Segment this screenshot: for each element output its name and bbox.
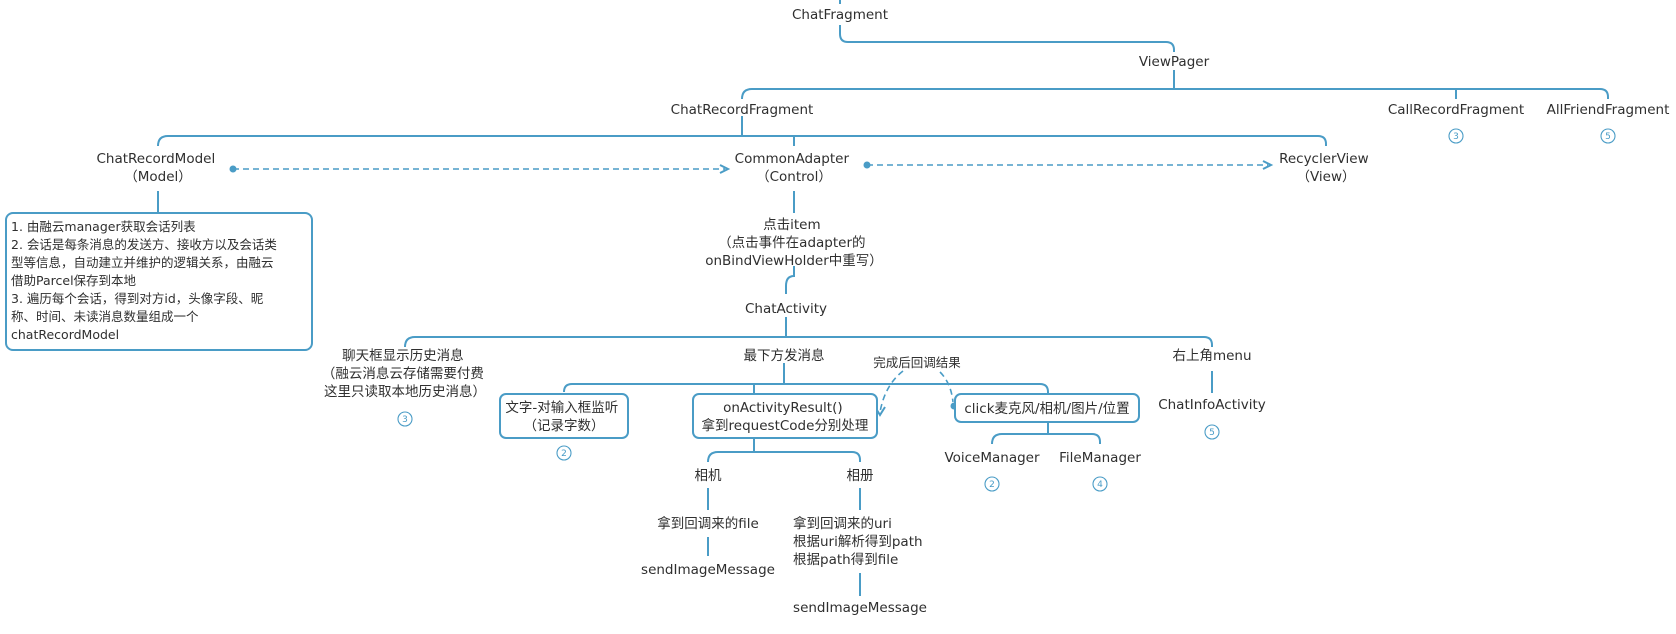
- svg-text:3: 3: [402, 415, 408, 425]
- node-activity-result: onActivityResult() 拿到requestCode分别处理: [702, 400, 869, 434]
- badge-all-friend: 5: [1600, 128, 1616, 144]
- click-media-box: [954, 393, 1140, 423]
- node-click-item: 点击item （点击事件在adapter的 onBindViewHolder中重…: [705, 217, 883, 269]
- node-text-input: 文字-对输入框监听 （记录字数）: [505, 400, 622, 434]
- badge-file-manager: 4: [1092, 476, 1108, 492]
- boxes: [5, 212, 1140, 439]
- text-input-box: [499, 393, 629, 439]
- node-chat-record-model: ChatRecordModel （Model）: [96, 151, 219, 185]
- svg-text:2: 2: [989, 480, 995, 490]
- badge-text-input: 2: [556, 445, 572, 461]
- badges: 3 5 3 2 5 2 4: [397, 128, 1616, 492]
- connectors: [157, 0, 1609, 596]
- node-camera: 相机: [695, 468, 723, 484]
- svg-text:5: 5: [1209, 428, 1215, 438]
- node-common-adapter: CommonAdapter （Control）: [735, 151, 854, 185]
- node-camera-file: 拿到回调来的file: [657, 515, 759, 532]
- model-notes-text: 1. 由融云manager获取会话列表 2. 会话是每条消息的发送方、接收方以及…: [11, 219, 281, 342]
- node-top-right-menu: 右上角menu: [1172, 348, 1251, 364]
- badge-chat-info: 5: [1204, 424, 1220, 440]
- badge-history: 3: [397, 411, 413, 427]
- badge-call-record: 3: [1448, 128, 1464, 144]
- node-chat-record-fragment: ChatRecordFragment: [671, 102, 814, 118]
- node-send-bottom: 最下方发消息: [744, 347, 825, 364]
- node-send-image-camera: sendImageMessage: [641, 562, 775, 578]
- callback-arrow-left: [879, 370, 904, 413]
- node-chat-fragment: ChatFragment: [792, 7, 888, 23]
- node-recycler-view: RecyclerView （View）: [1279, 151, 1373, 185]
- node-voice-manager: VoiceManager: [944, 450, 1040, 466]
- node-chat-activity: ChatActivity: [745, 301, 827, 317]
- badge-voice-manager: 2: [984, 476, 1000, 492]
- svg-text:5: 5: [1605, 132, 1611, 142]
- node-all-friend-fragment: AllFriendFragment: [1547, 102, 1670, 118]
- arrowhead: [1262, 160, 1274, 170]
- labels: ChatFragment ViewPager ChatRecordFragmen…: [11, 7, 1669, 616]
- callback-note: 完成后回调结果: [873, 355, 961, 370]
- svg-text:3: 3: [1453, 132, 1459, 142]
- callback-arrow-right: [939, 371, 954, 403]
- svg-text:4: 4: [1097, 480, 1103, 490]
- node-album: 相册: [847, 468, 874, 484]
- node-click-media: click麦克风/相机/图片/位置: [964, 401, 1129, 417]
- node-album-steps: 拿到回调来的uri 根据uri解析得到path 根据path得到file: [793, 515, 927, 568]
- node-chat-info-activity: ChatInfoActivity: [1158, 397, 1266, 413]
- svg-text:2: 2: [561, 449, 567, 459]
- node-call-record-fragment: CallRecordFragment: [1388, 102, 1524, 118]
- model-notes-box: [5, 212, 313, 351]
- node-file-manager: FileManager: [1059, 450, 1141, 466]
- arrowhead: [719, 164, 731, 174]
- node-send-image-album: sendImageMessage: [793, 600, 927, 616]
- activity-result-box: [692, 393, 878, 439]
- node-history-messages: 聊天框显示历史消息 （融云消息云存储需要付费 这里只读取本地历史消息）: [322, 347, 488, 400]
- node-view-pager: ViewPager: [1139, 54, 1210, 70]
